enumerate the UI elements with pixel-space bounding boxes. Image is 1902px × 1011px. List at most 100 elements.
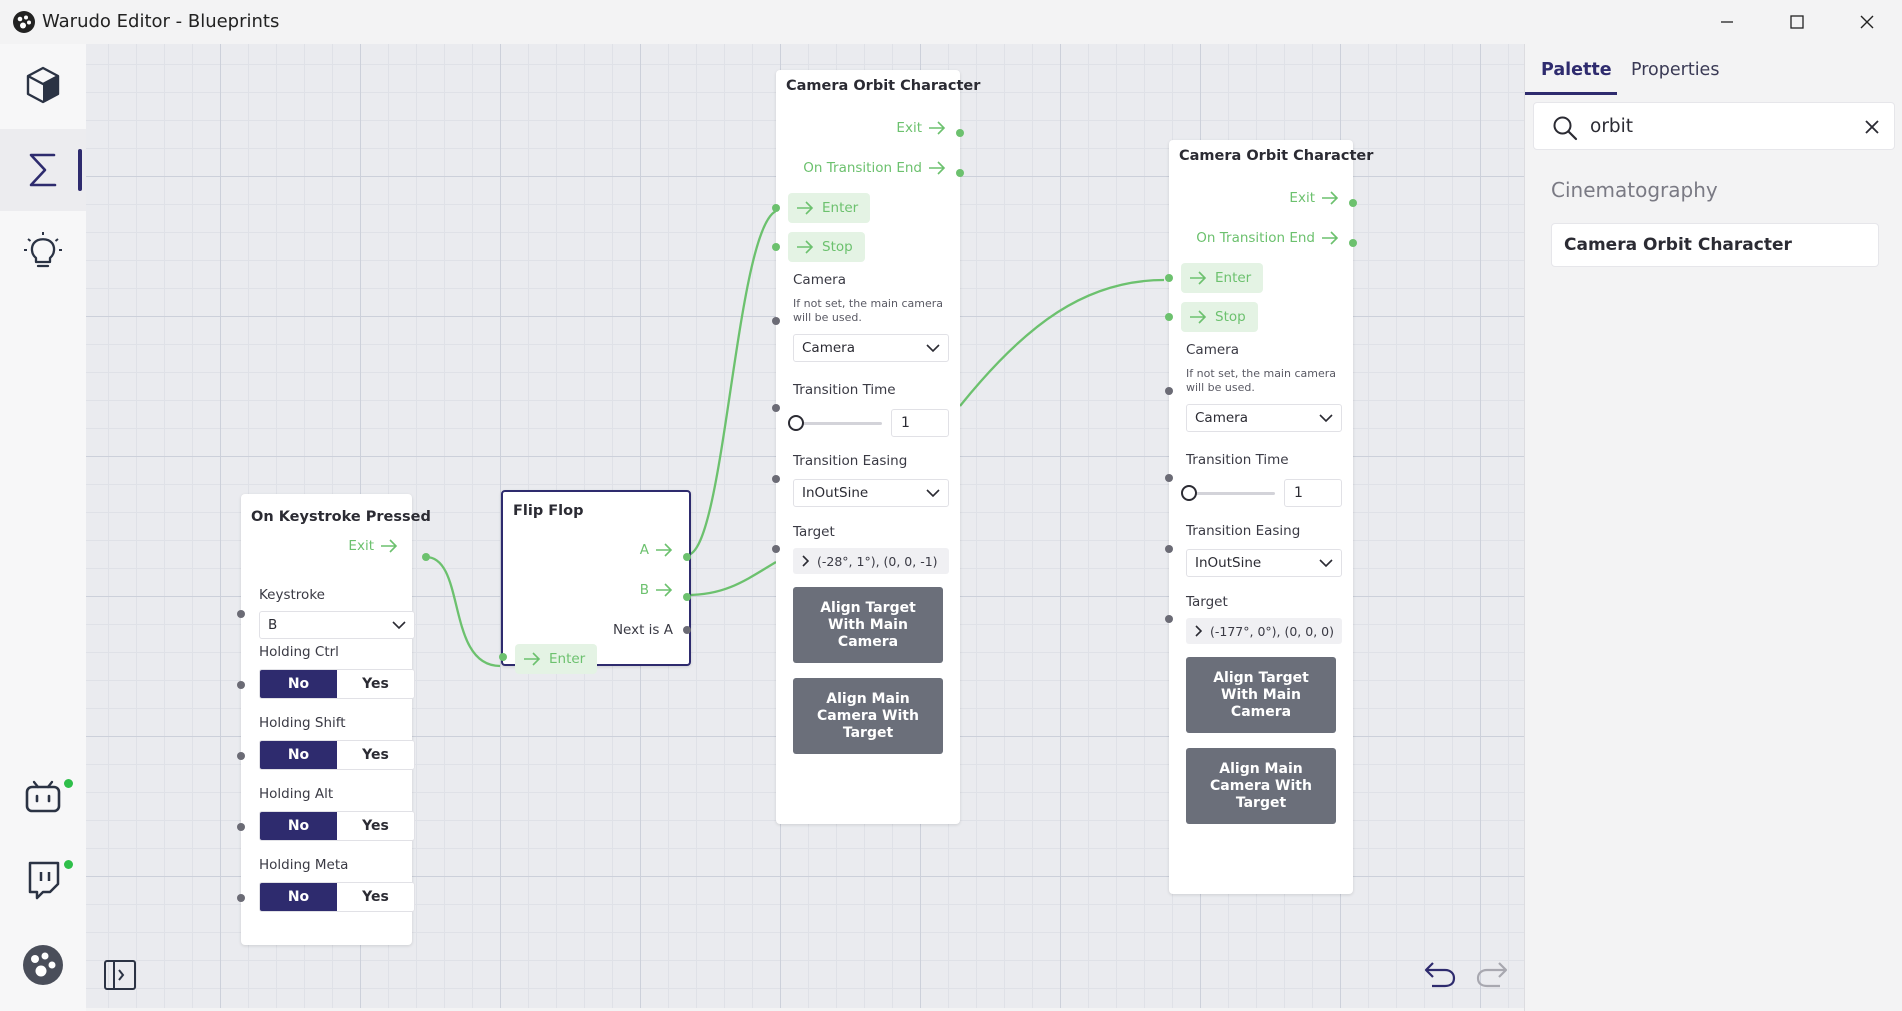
palette-search[interactable]: orbit <box>1533 102 1895 150</box>
holding-meta-input-dot[interactable] <box>237 894 245 902</box>
transition-time-input[interactable]: 1 <box>891 409 949 437</box>
exit-output-port[interactable]: Exit <box>896 120 946 136</box>
rail-item-scene[interactable] <box>0 44 86 126</box>
enter-input-port[interactable]: Enter <box>1181 263 1264 293</box>
keystroke-select[interactable]: B <box>259 611 415 639</box>
transition-time-input[interactable]: 1 <box>1284 479 1342 507</box>
transition-easing-select[interactable]: InOutSine <box>1186 549 1342 577</box>
target-field[interactable]: (-28°, 1°), (0, 0, -1) <box>793 548 949 574</box>
search-input[interactable]: orbit <box>1590 116 1634 137</box>
transition-time-slider-knob[interactable] <box>1181 485 1197 501</box>
transition-end-label: On Transition End <box>803 160 922 176</box>
target-input-dot[interactable] <box>772 545 780 553</box>
stop-input-dot[interactable] <box>1165 313 1173 321</box>
toggle-yes[interactable]: Yes <box>362 818 389 834</box>
stop-input-port[interactable]: Stop <box>1181 302 1258 332</box>
rail-item-tips[interactable] <box>0 211 86 293</box>
target-value: (-28°, 1°), (0, 0, -1) <box>817 553 938 569</box>
transition-easing-select[interactable]: InOutSine <box>793 479 949 507</box>
arrow-right-icon <box>929 121 946 135</box>
node-flip-flop[interactable]: Flip Flop A B Next is A Enter <box>499 490 691 674</box>
holding-alt-toggle[interactable]: No Yes <box>259 811 415 841</box>
target-field[interactable]: (-177°, 0°), (0, 0, 0) <box>1186 618 1342 644</box>
holding-shift-label: Holding Shift <box>259 715 346 731</box>
holding-shift-input-dot[interactable] <box>237 752 245 760</box>
blueprint-canvas[interactable]: On Keystroke Pressed Exit Keystroke B Ho… <box>86 44 1524 1008</box>
target-input-dot[interactable] <box>1165 615 1173 623</box>
next-is-a-dot[interactable] <box>683 626 691 634</box>
keystroke-label: Keystroke <box>259 587 325 603</box>
camera-input-dot[interactable] <box>772 317 780 325</box>
transition-time-slider[interactable] <box>1191 492 1275 495</box>
transition-end-output-port[interactable]: On Transition End <box>803 160 946 176</box>
toggle-no[interactable]: No <box>260 883 337 911</box>
a-output-dot[interactable] <box>683 553 691 561</box>
rail-item-warudo[interactable] <box>0 924 86 1006</box>
holding-shift-toggle[interactable]: No Yes <box>259 740 415 770</box>
node-camera-orbit-character-1[interactable]: Camera Orbit Character Exit On Transitio… <box>772 70 980 824</box>
a-output-port[interactable]: A <box>640 542 673 558</box>
transition-easing-input-dot[interactable] <box>1165 545 1173 553</box>
rail-item-twitch[interactable] <box>0 839 86 921</box>
exit-output-dot[interactable] <box>956 129 964 137</box>
transition-time-input-dot[interactable] <box>1165 474 1173 482</box>
twitch-icon <box>28 861 60 900</box>
exit-output-dot[interactable] <box>1349 199 1357 207</box>
node-on-keystroke-pressed[interactable]: On Keystroke Pressed Exit Keystroke B Ho… <box>237 494 431 945</box>
transition-time-slider[interactable] <box>798 422 882 425</box>
exit-output-dot[interactable] <box>422 553 430 561</box>
toggle-no[interactable]: No <box>260 670 337 698</box>
rail-item-bilibili[interactable] <box>0 757 86 839</box>
holding-ctrl-toggle[interactable]: No Yes <box>259 669 415 699</box>
undo-button[interactable] <box>1422 956 1458 992</box>
enter-input-port[interactable]: Enter <box>515 644 598 674</box>
enter-input-port[interactable]: Enter <box>788 193 871 223</box>
rail-item-blueprints[interactable] <box>0 129 86 211</box>
align-main-camera-with-target-button[interactable]: Align Main Camera With Target <box>1186 748 1336 824</box>
holding-meta-toggle[interactable]: No Yes <box>259 882 415 912</box>
camera-select[interactable]: Camera <box>793 334 949 362</box>
node-camera-orbit-character-2[interactable]: Camera Orbit Character Exit On Transitio… <box>1165 140 1373 894</box>
holding-ctrl-input-dot[interactable] <box>237 681 245 689</box>
camera-input-dot[interactable] <box>1165 387 1173 395</box>
chevron-right-icon[interactable] <box>1194 625 1202 637</box>
transition-time-slider-knob[interactable] <box>788 415 804 431</box>
maximize-button[interactable] <box>1762 0 1832 44</box>
tab-properties[interactable]: Properties <box>1631 44 1719 96</box>
redo-button[interactable] <box>1474 956 1510 992</box>
toggle-yes[interactable]: Yes <box>362 889 389 905</box>
holding-alt-input-dot[interactable] <box>237 823 245 831</box>
transition-end-output-dot[interactable] <box>1349 239 1357 247</box>
exit-output-port[interactable]: Exit <box>1289 190 1339 206</box>
exit-output-port[interactable]: Exit <box>348 538 398 554</box>
align-target-with-main-camera-button[interactable]: Align Target With Main Camera <box>1186 657 1336 733</box>
close-button[interactable] <box>1832 0 1902 44</box>
toggle-sidebar-button[interactable] <box>102 957 138 993</box>
align-main-camera-with-target-button[interactable]: Align Main Camera With Target <box>793 678 943 754</box>
tab-palette[interactable]: Palette <box>1541 44 1612 96</box>
transition-end-output-dot[interactable] <box>956 169 964 177</box>
align-target-with-main-camera-button[interactable]: Align Target With Main Camera <box>793 587 943 663</box>
arrow-right-icon <box>1322 231 1339 245</box>
minimize-button[interactable] <box>1692 0 1762 44</box>
transition-time-input-dot[interactable] <box>772 404 780 412</box>
maximize-icon <box>1790 15 1804 29</box>
toggle-yes[interactable]: Yes <box>362 747 389 763</box>
b-output-port[interactable]: B <box>640 582 673 598</box>
toggle-no[interactable]: No <box>260 741 337 769</box>
transition-easing-input-dot[interactable] <box>772 475 780 483</box>
stop-input-dot[interactable] <box>772 243 780 251</box>
b-output-dot[interactable] <box>683 593 691 601</box>
toggle-yes[interactable]: Yes <box>362 676 389 692</box>
transition-end-output-port[interactable]: On Transition End <box>1196 230 1339 246</box>
enter-input-dot[interactable] <box>499 653 507 661</box>
palette-item-camera-orbit-character[interactable]: Camera Orbit Character <box>1551 223 1879 267</box>
enter-input-dot[interactable] <box>772 204 780 212</box>
keystroke-input-dot[interactable] <box>237 610 245 618</box>
chevron-right-icon[interactable] <box>801 555 809 567</box>
camera-select[interactable]: Camera <box>1186 404 1342 432</box>
enter-input-dot[interactable] <box>1165 274 1173 282</box>
toggle-no[interactable]: No <box>260 812 337 840</box>
clear-search-icon[interactable] <box>1864 119 1880 135</box>
stop-input-port[interactable]: Stop <box>788 232 865 262</box>
